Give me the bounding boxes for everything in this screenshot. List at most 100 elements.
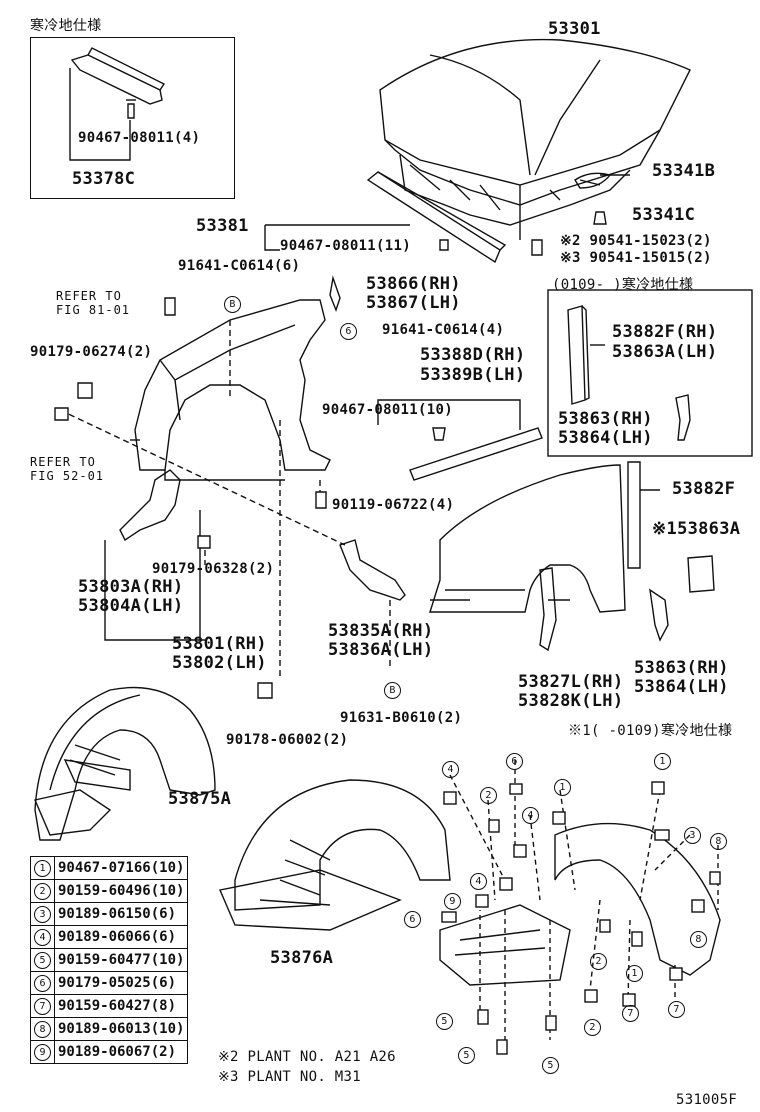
legend-part-number: 90159-60427(8) bbox=[53, 994, 189, 1018]
part-label-53866: 53866(RH) bbox=[366, 274, 461, 294]
part-label-91641-6: 91641-C0614(6) bbox=[178, 258, 301, 274]
footnote-3: ※3 PLANT NO. M31 bbox=[218, 1069, 361, 1085]
fastener-drawings bbox=[54, 275, 341, 699]
part-label-53882f-rh: 53882F(RH) bbox=[612, 322, 718, 342]
part-label-53388d: 53388D(RH) bbox=[420, 345, 526, 365]
footnote-2: ※2 PLANT NO. A21 A26 bbox=[218, 1049, 396, 1065]
refer-fig-81-line2: FIG 81-01 bbox=[56, 303, 131, 317]
part-label-53301: 53301 bbox=[548, 19, 601, 39]
callout-2-3: 2 bbox=[584, 1018, 601, 1036]
part-label-90467-4: 90467-08011(4) bbox=[78, 130, 201, 146]
part-label-53389b: 53389B(LH) bbox=[420, 365, 526, 385]
fender-seal-drawing bbox=[627, 461, 715, 642]
legend-callout-number: 4 bbox=[34, 929, 51, 946]
part-label-53803a: 53803A(RH) bbox=[78, 577, 184, 597]
part-label-53802: 53802(LH) bbox=[172, 653, 267, 673]
legend-part-number: 90189-06150(6) bbox=[53, 902, 189, 926]
legend-part-number: 90159-60477(10) bbox=[53, 948, 189, 972]
part-label-53804a: 53804A(LH) bbox=[78, 596, 184, 616]
part-label-53828k: 53828K(LH) bbox=[518, 691, 624, 711]
legend-callout-number: 3 bbox=[34, 906, 51, 923]
part-label-91631: 91631-B0610(2) bbox=[340, 710, 463, 726]
part-label-90467-11: 90467-08011(11) bbox=[280, 238, 411, 254]
legend-callout-number: 6 bbox=[34, 975, 51, 992]
callout-1-1: 1 bbox=[654, 752, 671, 770]
part-label-53835a: 53835A(RH) bbox=[328, 621, 434, 641]
part-label-53378c: 53378C bbox=[72, 169, 136, 189]
callout-5-1: 5 bbox=[436, 1012, 453, 1030]
part-label-53863-rh-box: 53863(RH) bbox=[558, 409, 653, 429]
callout-4-2: 4 bbox=[522, 806, 539, 824]
legend-callout-number: 2 bbox=[34, 883, 51, 900]
callout-6-1: 6 bbox=[340, 322, 357, 340]
part-label-90541-2: ※2 90541-15023(2) bbox=[560, 233, 712, 249]
callout-b-1: B bbox=[224, 295, 241, 313]
cold-spec-label-top-left: 寒冷地仕様 bbox=[30, 18, 102, 34]
callout-1-2: 1 bbox=[554, 778, 571, 796]
cold-spec-part-drawings bbox=[567, 305, 691, 441]
front-fender-right-drawing bbox=[429, 464, 626, 613]
part-label-53381: 53381 bbox=[196, 216, 249, 236]
fender-moulding-drawing bbox=[377, 399, 543, 481]
cold-spec-ranged-label: (0109- )寒冷地仕様 bbox=[552, 277, 694, 293]
legend-part-number: 90189-06066(6) bbox=[53, 925, 189, 949]
part-label-53867: 53867(LH) bbox=[366, 293, 461, 313]
footnote-1: ※1( -0109)寒冷地仕様 bbox=[568, 723, 733, 739]
hood-drawing bbox=[379, 38, 691, 240]
fender-bracket-2-drawing bbox=[339, 539, 406, 601]
liner-assembly-drawing bbox=[439, 822, 721, 986]
callout-5-3: 5 bbox=[542, 1056, 559, 1074]
callout-1-3: 1 bbox=[626, 964, 643, 982]
refer-fig-81-line1: REFER TO bbox=[56, 289, 122, 303]
callout-3-1: 3 bbox=[684, 826, 701, 844]
legend-part-number: 90189-06013(10) bbox=[53, 1017, 189, 1041]
fender-bracket-drawing bbox=[104, 469, 205, 641]
part-label-53864-lh-box: 53864(LH) bbox=[558, 428, 653, 448]
part-label-53876a: 53876A bbox=[270, 948, 334, 968]
legend-callout-number: 7 bbox=[34, 998, 51, 1015]
part-label-90119: 90119-06722(4) bbox=[332, 497, 455, 513]
part-label-53863a: ※153863A bbox=[652, 519, 741, 539]
callout-2-1: 2 bbox=[480, 786, 497, 804]
legend-callout-number: 9 bbox=[34, 1044, 51, 1061]
part-label-53341c: 53341C bbox=[632, 205, 696, 225]
part-label-90179-274: 90179-06274(2) bbox=[30, 344, 153, 360]
callout-2-2: 2 bbox=[590, 952, 607, 970]
fender-liner-strip-drawing bbox=[539, 567, 570, 652]
hood-seal-drawing bbox=[264, 171, 507, 264]
part-label-53827l: 53827L(RH) bbox=[518, 672, 624, 692]
part-label-53836a: 53836A(LH) bbox=[328, 640, 434, 660]
part-label-90178: 90178-06002(2) bbox=[226, 732, 349, 748]
callout-8-2: 8 bbox=[690, 930, 707, 948]
legend-part-number: 90179-05025(6) bbox=[53, 971, 189, 995]
figure-code: 531005F bbox=[676, 1092, 738, 1108]
cold-spec-box-frame bbox=[547, 289, 753, 457]
wheel-liner-2-drawing bbox=[219, 779, 451, 931]
refer-fig-52-line2: FIG 52-01 bbox=[30, 469, 105, 483]
wheel-liner-1-drawing bbox=[34, 686, 216, 841]
callout-9-1: 9 bbox=[444, 892, 461, 910]
part-label-90541-3: ※3 90541-15015(2) bbox=[560, 250, 712, 266]
legend-part-number: 90189-06067(2) bbox=[53, 1040, 189, 1064]
callout-5-2: 5 bbox=[458, 1046, 475, 1064]
callout-7-1: 7 bbox=[668, 1000, 685, 1018]
callout-b-2: B bbox=[384, 681, 401, 699]
callout-6-2: 6 bbox=[506, 752, 523, 770]
callout-7-2: 7 bbox=[622, 1004, 639, 1022]
refer-fig-52-line1: REFER TO bbox=[30, 455, 96, 469]
legend-callout-number: 1 bbox=[34, 860, 51, 877]
legend-part-number: 90467-07166(10) bbox=[53, 856, 189, 880]
part-label-53863-rh: 53863(RH) bbox=[634, 658, 729, 678]
callout-4-1: 4 bbox=[442, 760, 459, 778]
callout-6-3: 6 bbox=[404, 910, 421, 928]
